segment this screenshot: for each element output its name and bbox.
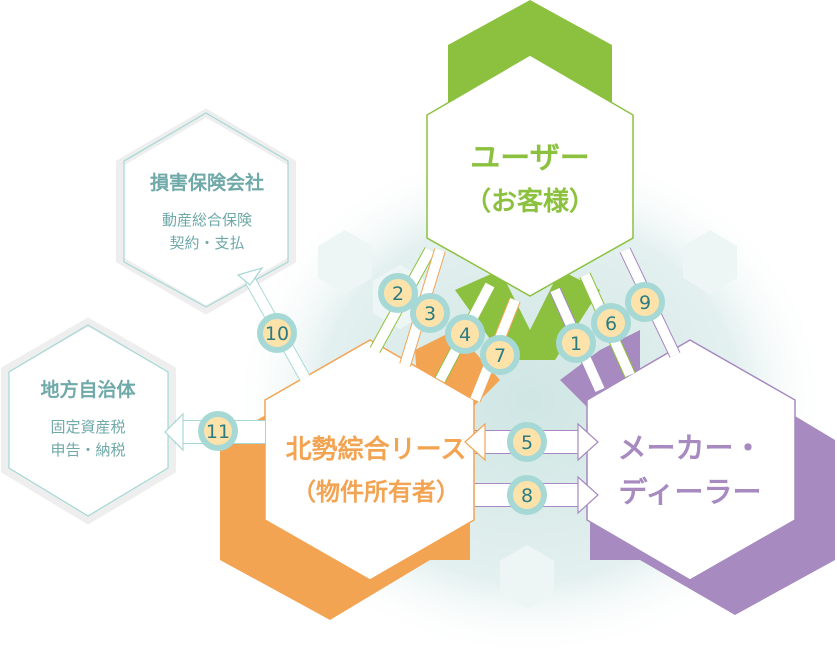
step-number: 7	[494, 345, 506, 367]
government-title: 地方自治体	[40, 378, 136, 401]
user-hex	[426, 54, 634, 297]
step-badge-9: 9	[625, 282, 665, 322]
step-badge-10: 10	[257, 313, 297, 353]
insurance-hex	[116, 108, 296, 315]
step-badge-11: 11	[198, 411, 238, 451]
step-number: 4	[459, 324, 471, 346]
insurance-title: 損害保険会社	[150, 171, 264, 194]
step-number: 5	[521, 432, 533, 454]
step-badge-circle	[507, 475, 547, 515]
arrowhead-10	[236, 266, 264, 286]
step-badge-circle	[507, 422, 547, 462]
insurance-desc-line2: 契約・支払	[169, 234, 244, 252]
step-badge-circle	[480, 335, 520, 375]
step-number: 10	[265, 323, 289, 345]
step-badge-circle	[591, 303, 631, 343]
maker-title-line1: メーカー・	[617, 431, 762, 465]
step-badge-5: 5	[507, 422, 547, 462]
step-number: 2	[392, 283, 404, 305]
insurance-hex-outline	[123, 112, 289, 308]
step-number: 3	[424, 303, 436, 325]
insurance-desc-line1: 動産総合保険	[162, 211, 252, 229]
step-badge-circle	[198, 411, 238, 451]
step-number: 1	[570, 333, 582, 355]
step-badge-circle	[257, 313, 297, 353]
step-badge-4: 4	[445, 314, 485, 354]
maker-title-line2: ディーラー	[619, 475, 762, 509]
step-badge-1: 1	[556, 323, 596, 363]
step-badge-circle	[556, 323, 596, 363]
arrowhead-11	[164, 412, 184, 452]
government-desc-line1: 固定資産税	[50, 418, 125, 436]
step-badge-3: 3	[410, 293, 450, 333]
step-number: 9	[639, 292, 651, 314]
step-number: 8	[521, 485, 533, 507]
step-badge-7: 7	[480, 335, 520, 375]
decorative-hexagons	[318, 230, 737, 609]
arrowhead-5-right	[577, 422, 599, 462]
lease-subtitle: （物件所有者）	[292, 478, 460, 506]
maker-hex	[586, 339, 796, 581]
lease-hex	[264, 339, 475, 581]
step-badge-2: 2	[378, 273, 418, 313]
step-badge-6: 6	[591, 303, 631, 343]
step-badge-circle	[625, 282, 665, 322]
user-title: ユーザー	[470, 141, 589, 176]
step-badge-8: 8	[507, 475, 547, 515]
flow-arrows	[164, 247, 681, 515]
government-desc-line2: 申告・納税	[50, 441, 125, 459]
lease-title: 北勢綜合リース	[286, 434, 467, 465]
step-number: 6	[605, 313, 617, 335]
step-badge-circle	[378, 273, 418, 313]
government-hex-outline	[8, 324, 169, 517]
step-badge-circle	[445, 314, 485, 354]
user-subtitle: （お客様）	[465, 186, 595, 217]
step-badge-circle	[410, 293, 450, 333]
step-number: 11	[206, 421, 230, 443]
arrowhead-8	[577, 475, 599, 515]
arrowhead-5-left	[464, 422, 486, 462]
government-hex	[1, 317, 176, 525]
